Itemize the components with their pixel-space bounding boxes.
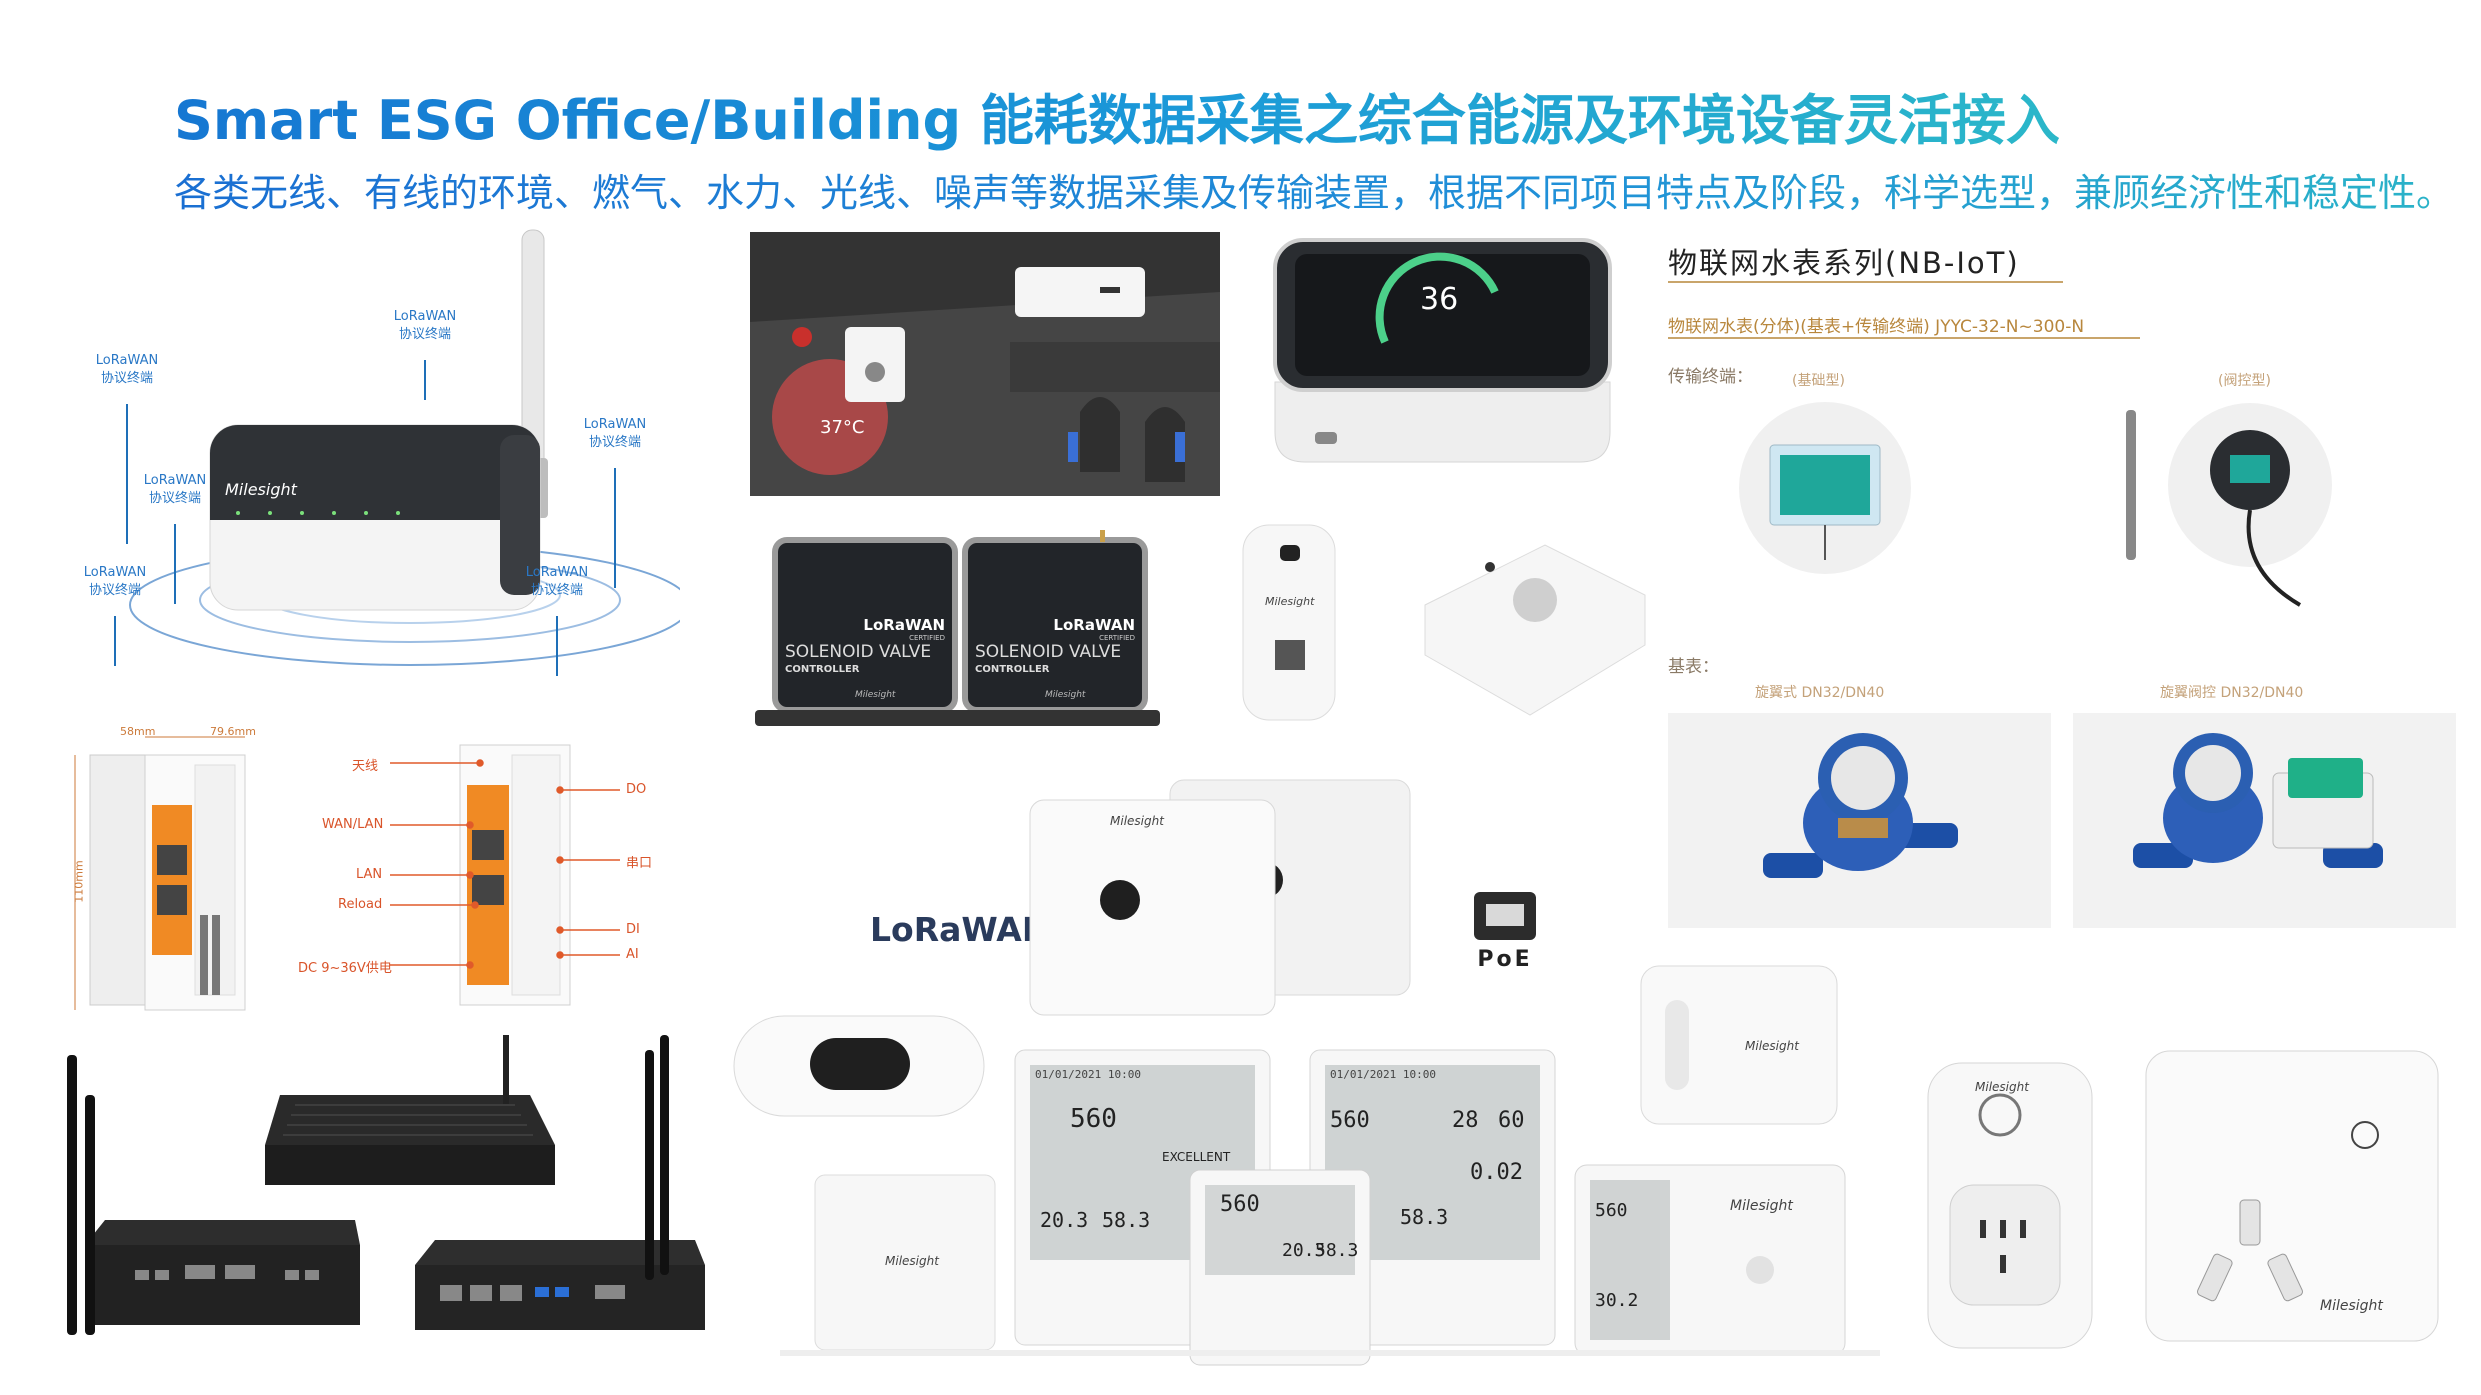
terminal-basic-image — [1735, 400, 1915, 575]
valve-1-kind: CONTROLLER — [785, 664, 860, 675]
terminal-type-valve: (阀控型) — [2218, 373, 2271, 389]
room-scene-panel: 37°C — [750, 232, 1220, 496]
svg-text:Milesight: Milesight — [2320, 1298, 2383, 1314]
svg-text:Milesight: Milesight — [1745, 1039, 1800, 1053]
svg-text:Milesight: Milesight — [1265, 595, 1315, 608]
lorawan-terminal-label: LoRaWAN 协议终端 — [525, 565, 589, 598]
iaq-2-date: 01/01/2021 10:00 — [1330, 1068, 1436, 1081]
base-meter-rotary-image — [1668, 713, 2051, 928]
room-temperature: 37°C — [820, 417, 865, 438]
valve-2-label: LoRaWAN CERTIFIED — [1053, 616, 1135, 642]
solenoid-valve-illustration — [755, 530, 1160, 726]
smart-plug-round: Milesight — [1920, 1055, 2100, 1355]
valve-1-label: LoRaWAN CERTIFIED — [863, 616, 945, 642]
iaq-4-temp: 30.2 — [1595, 1290, 1639, 1311]
iaq-1-date: 01/01/2021 10:00 — [1035, 1068, 1141, 1081]
pill-sensor — [730, 1010, 990, 1122]
iaq-1-status: EXCELLENT — [1162, 1150, 1231, 1164]
room-scene-illustration — [750, 232, 1220, 496]
smart-socket-square: Milesight — [2140, 1045, 2445, 1350]
industrial-pc-panel — [55, 1035, 725, 1345]
svg-text:Milesight: Milesight — [1110, 814, 1165, 828]
iaq-3-co2: 560 — [1220, 1192, 1260, 1217]
iaq-1-co2: 560 — [1070, 1104, 1117, 1134]
lorawan-terminal-label: LoRaWAN 协议终端 — [143, 473, 207, 506]
terminal-type-basic: (基础型) — [1792, 373, 1845, 389]
ethernet-port-icon — [1474, 892, 1536, 940]
solenoid-valve-panel: LoRaWAN CERTIFIED SOLENOID VALVE CONTROL… — [755, 530, 1160, 740]
base-type-rotary: 旋翼式 DN32/DN40 — [1755, 685, 1885, 701]
iaq-2-pm10: 60 — [1498, 1108, 1525, 1133]
port-label-lan: LAN — [356, 867, 383, 882]
water-meter-title: 物联网水表系列(NB-IoT) — [1668, 246, 2020, 280]
lorawan-logo: LoRaWAN — [870, 910, 1050, 949]
port-label-antenna: 天线 — [352, 759, 379, 774]
svg-text:Milesight: Milesight — [885, 1254, 940, 1268]
dim-depth: 79.6mm — [210, 725, 256, 738]
iaq-3-temp: 20.3 — [1282, 1240, 1326, 1261]
badge-sensor: Milesight — [1235, 520, 1345, 725]
poe-logo: PoE — [1470, 888, 1540, 978]
ceiling-sensors: Milesight — [1000, 770, 1430, 1020]
edge-controller-panel: 58mm 79.6mm 110mm 天线 WAN/LAN LAN Reload … — [60, 725, 690, 1015]
dim-width: 58mm — [120, 725, 156, 738]
valve-2-name: SOLENOID VALVE — [975, 642, 1122, 662]
iaq-2-hcho: 0.02 — [1470, 1160, 1523, 1185]
page-subtitle: 各类无线、有线的环境、燃气、水力、光线、噪声等数据采集及传输装置，根据不同项目特… — [174, 162, 2454, 217]
iaq-1-hum: 58.3 — [1102, 1208, 1151, 1232]
iaq-2-pm25: 28 — [1452, 1108, 1479, 1133]
lorawan-terminal-label: LoRaWAN 协议终端 — [95, 353, 159, 386]
display-device-illustration — [1273, 238, 1612, 463]
iaq-2-co2: 560 — [1330, 1108, 1370, 1133]
valve-2-maker: Milesight — [1045, 690, 1086, 700]
valve-1-name: SOLENOID VALVE — [785, 642, 932, 662]
port-label-power: DC 9~36V供电 — [298, 961, 392, 976]
page-title: Smart ESG Office/Building 能耗数据采集之综合能源及环境… — [174, 76, 2060, 155]
lorawan-terminal-label: LoRaWAN 协议终端 — [583, 417, 647, 450]
svg-text:Milesight: Milesight — [1730, 1198, 1793, 1214]
valve-1-maker: Milesight — [855, 690, 896, 700]
display-reading: 36 — [1420, 282, 1459, 317]
iaq-sensor-cluster: Milesight Milesight 01/01/2021 10:00 560… — [780, 1040, 1880, 1370]
base-type-valve: 旋翼阀控 DN32/DN40 — [2160, 685, 2304, 701]
dim-height: 110mm — [72, 860, 86, 903]
port-label-reload: Reload — [338, 897, 383, 912]
valve-2-kind: CONTROLLER — [975, 664, 1050, 675]
motion-sensor — [1415, 535, 1650, 725]
svg-text:Milesight: Milesight — [1975, 1080, 2030, 1094]
lorawan-terminal-label: LoRaWAN 协议终端 — [83, 565, 147, 598]
base-meter-valve-image — [2073, 713, 2456, 928]
port-label-di: DI — [626, 922, 640, 937]
port-label-ai: AI — [626, 947, 639, 962]
lorawan-terminal-label: LoRaWAN 协议终端 — [393, 309, 457, 342]
port-label-wan: WAN/LAN — [322, 817, 384, 832]
iaq-1-temp: 20.3 — [1040, 1208, 1089, 1232]
gateway-illustration: Milesight — [129, 229, 680, 666]
iaq-sensor-illustration: Milesight Milesight — [780, 1049, 1880, 1366]
display-device-panel: 36 — [1265, 232, 1620, 472]
gateway-panel: Milesight LoRaWAN 协议终端 LoRaWAN 协议终端 LoRa… — [60, 220, 680, 690]
iaq-2-hum: 58.3 — [1400, 1205, 1449, 1229]
wall-sensor: Milesight — [1635, 960, 1845, 1130]
port-label-serial: 串口 — [626, 856, 653, 871]
svg-text:Milesight: Milesight — [225, 480, 298, 499]
iaq-3-hum: 58.3 — [1315, 1240, 1359, 1261]
water-meter-subtitle: 物联网水表(分体)(基表+传输终端) JYYC-32-N~300-N — [1668, 317, 2085, 337]
terminal-label: 传输终端： — [1668, 367, 1753, 387]
industrial-pc-illustration — [67, 1035, 705, 1335]
port-label-do: DO — [626, 782, 647, 797]
base-meter-label: 基表： — [1668, 657, 1719, 677]
terminal-valve-image — [2110, 400, 2350, 610]
iaq-4-co2: 560 — [1595, 1200, 1628, 1221]
controller-illustration — [74, 736, 620, 1011]
